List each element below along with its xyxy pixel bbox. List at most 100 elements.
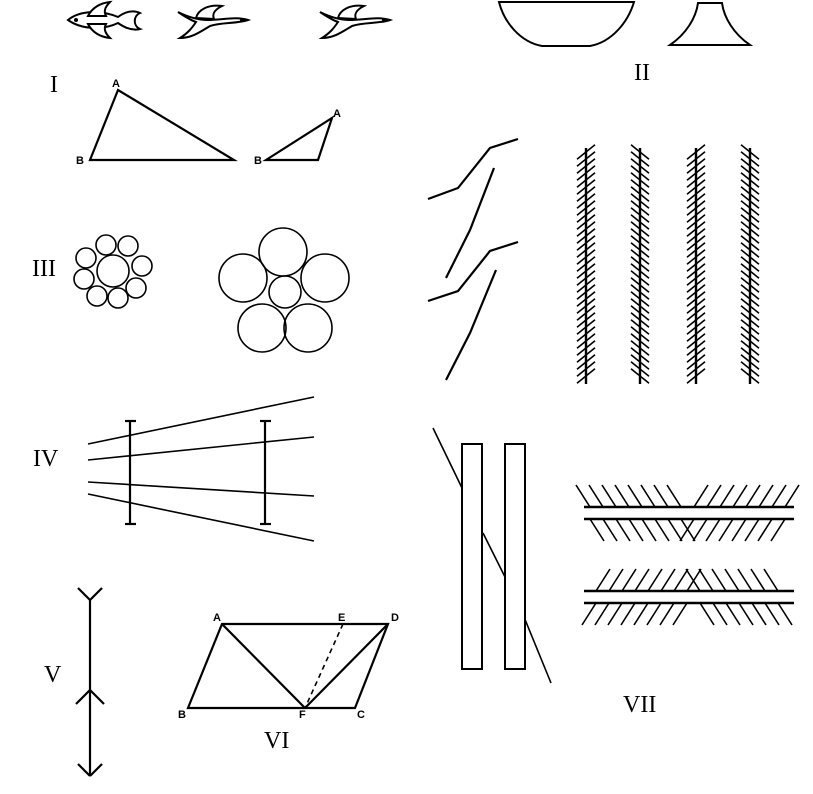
label-V: V	[44, 662, 62, 688]
hatch-stroke	[601, 484, 617, 508]
hatch-stroke	[740, 263, 760, 279]
figure-II: II	[497, 0, 754, 86]
hatch-stroke	[740, 361, 760, 377]
hatch-stroke	[740, 368, 760, 384]
figure-I: I A B B A	[50, 72, 341, 167]
hatch-stroke	[576, 263, 596, 279]
hatch-stroke	[685, 568, 701, 592]
hatch-stroke	[686, 172, 706, 188]
hatch-stroke	[686, 256, 706, 272]
hatch-stroke	[630, 235, 650, 251]
hatch-stroke	[589, 518, 605, 542]
hatch-stroke	[698, 568, 714, 592]
hatch-stroke	[576, 256, 596, 272]
hatch-stroke	[724, 568, 740, 592]
hatch-stroke	[686, 298, 706, 314]
label-II: II	[634, 60, 650, 86]
label-III: III	[32, 256, 56, 282]
hatch-stroke	[630, 200, 650, 216]
hatch-stroke	[630, 340, 650, 356]
hatch-stroke	[576, 172, 596, 188]
hatch-stroke	[686, 158, 706, 174]
hatch-stroke	[630, 165, 650, 181]
hatch-stroke	[692, 518, 708, 542]
hatch-stroke	[630, 242, 650, 258]
bowl-shape	[497, 0, 636, 47]
hatch-stroke	[740, 249, 760, 265]
mound-shape	[666, 2, 754, 46]
hatch-stroke	[666, 484, 682, 508]
hatch-stroke	[672, 602, 688, 626]
hatch-stroke	[712, 602, 728, 626]
bird-icon-2	[176, 4, 252, 40]
hatch-stroke	[686, 165, 706, 181]
hatch-stroke	[630, 354, 650, 370]
hatch-stroke	[740, 256, 760, 272]
hatch-stroke	[740, 284, 760, 300]
hatch-stroke	[630, 193, 650, 209]
hatch-stroke	[686, 186, 706, 202]
hatch-stroke	[686, 291, 706, 307]
hatch-stroke	[758, 484, 774, 508]
point-label: B	[254, 155, 262, 167]
hatch-stroke	[576, 319, 596, 335]
hatch-stroke	[576, 305, 596, 321]
hatch-stroke	[576, 312, 596, 328]
hatch-stroke	[686, 347, 706, 363]
hatch-stroke	[576, 214, 596, 230]
hatch-stroke	[711, 568, 727, 592]
hatch-stroke	[576, 144, 596, 160]
hatch-stroke	[686, 228, 706, 244]
hatch-stroke	[740, 158, 760, 174]
hatch-stroke	[621, 568, 637, 592]
hatch-stroke	[740, 242, 760, 258]
hatch-stroke	[686, 361, 706, 377]
hatch-stroke	[686, 207, 706, 223]
hatch-stroke	[686, 249, 706, 265]
hatch-stroke	[686, 326, 706, 342]
hatch-stroke	[640, 484, 656, 508]
hatch-stroke	[699, 602, 715, 626]
hatch-stroke	[740, 228, 760, 244]
hatch-stroke	[576, 179, 596, 195]
hatch-stroke	[751, 602, 767, 626]
figure-IV: IV	[33, 396, 315, 542]
hatch-stroke	[667, 518, 683, 542]
hatch-stroke	[576, 165, 596, 181]
hatch-stroke	[763, 568, 779, 592]
hatch-stroke	[693, 484, 709, 508]
large-surround-circles	[218, 227, 350, 353]
hatch-stroke	[576, 242, 596, 258]
hatch-stroke	[575, 484, 591, 508]
hatch-stroke	[630, 326, 650, 342]
label-IV: IV	[33, 446, 59, 472]
right-bar	[260, 419, 271, 526]
hatch-stroke	[653, 484, 669, 508]
hatch-stroke	[740, 277, 760, 293]
hatch-stroke	[576, 186, 596, 202]
hatch-stroke	[620, 602, 636, 626]
hatch-stroke	[576, 361, 596, 377]
hatch-stroke	[630, 284, 650, 300]
hatch-stroke	[654, 518, 670, 542]
hatch-stroke	[706, 484, 722, 508]
hatch-stroke	[595, 568, 611, 592]
hatch-stroke	[738, 602, 754, 626]
hatch-stroke	[576, 354, 596, 370]
hatch-stroke	[740, 186, 760, 202]
hatch-stroke	[630, 319, 650, 335]
hatch-stroke	[764, 602, 780, 626]
point-label: F	[299, 709, 306, 721]
hatch-stroke	[725, 602, 741, 626]
hatch-stroke	[686, 333, 706, 349]
hatch-stroke	[588, 484, 604, 508]
label-VI: VI	[264, 728, 289, 754]
hatch-stroke	[576, 193, 596, 209]
hatch-stroke	[630, 144, 650, 160]
hatch-stroke	[576, 249, 596, 265]
point-label: E	[338, 612, 345, 624]
hatch-stroke	[686, 284, 706, 300]
hatch-stroke	[686, 277, 706, 293]
poggendorff-figure	[432, 427, 552, 684]
